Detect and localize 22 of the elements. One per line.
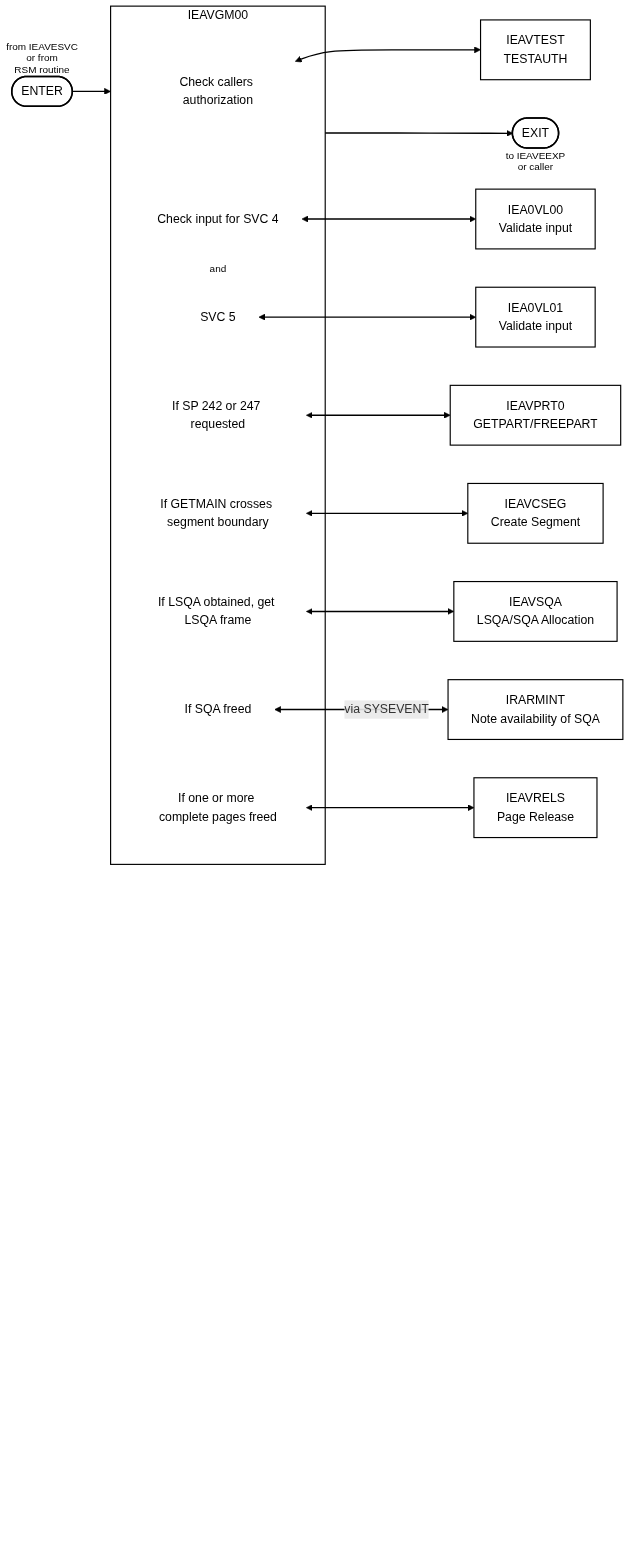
edge-label: via SYSEVENT [344,702,429,716]
node-text: Check input for SVC 4 [157,212,279,226]
node-box: IEAVPRT0 GETPART/FREEPART [449,384,622,446]
node-box: IRARMINT Note availability of SQA [447,679,624,741]
node-text: If one or more complete pages freed [158,791,277,823]
arrow [295,46,481,63]
note-text: and [209,262,227,274]
node-text: SVC 5 [200,310,236,324]
node-box: IEA0VL00 Validate input [475,188,596,250]
arrow [306,411,451,419]
node-text: Check callers authorization [179,75,254,107]
node-text: If SQA freed [184,702,252,716]
node-text: If GETMAIN crosses segment boundary [160,497,273,529]
node-box: IEAVSQA LSQA/SQA Allocation [453,581,618,642]
entry-note: from IEAVESVC or from RSM routine [6,40,78,75]
node-box: IEAVTEST TESTAUTH [479,19,591,81]
exit-note: to IEAVEEXP or caller [505,149,566,173]
node-text: If SP 242 or 247 requested [171,399,261,431]
node-text: If LSQA obtained, get LSQA frame [157,595,275,627]
node-box: IEA0VL01 Validate input [475,286,596,348]
node-box: IEAVRELS Page Release [473,777,598,839]
node-box: IEAVCSEG Create Segment [467,482,604,544]
